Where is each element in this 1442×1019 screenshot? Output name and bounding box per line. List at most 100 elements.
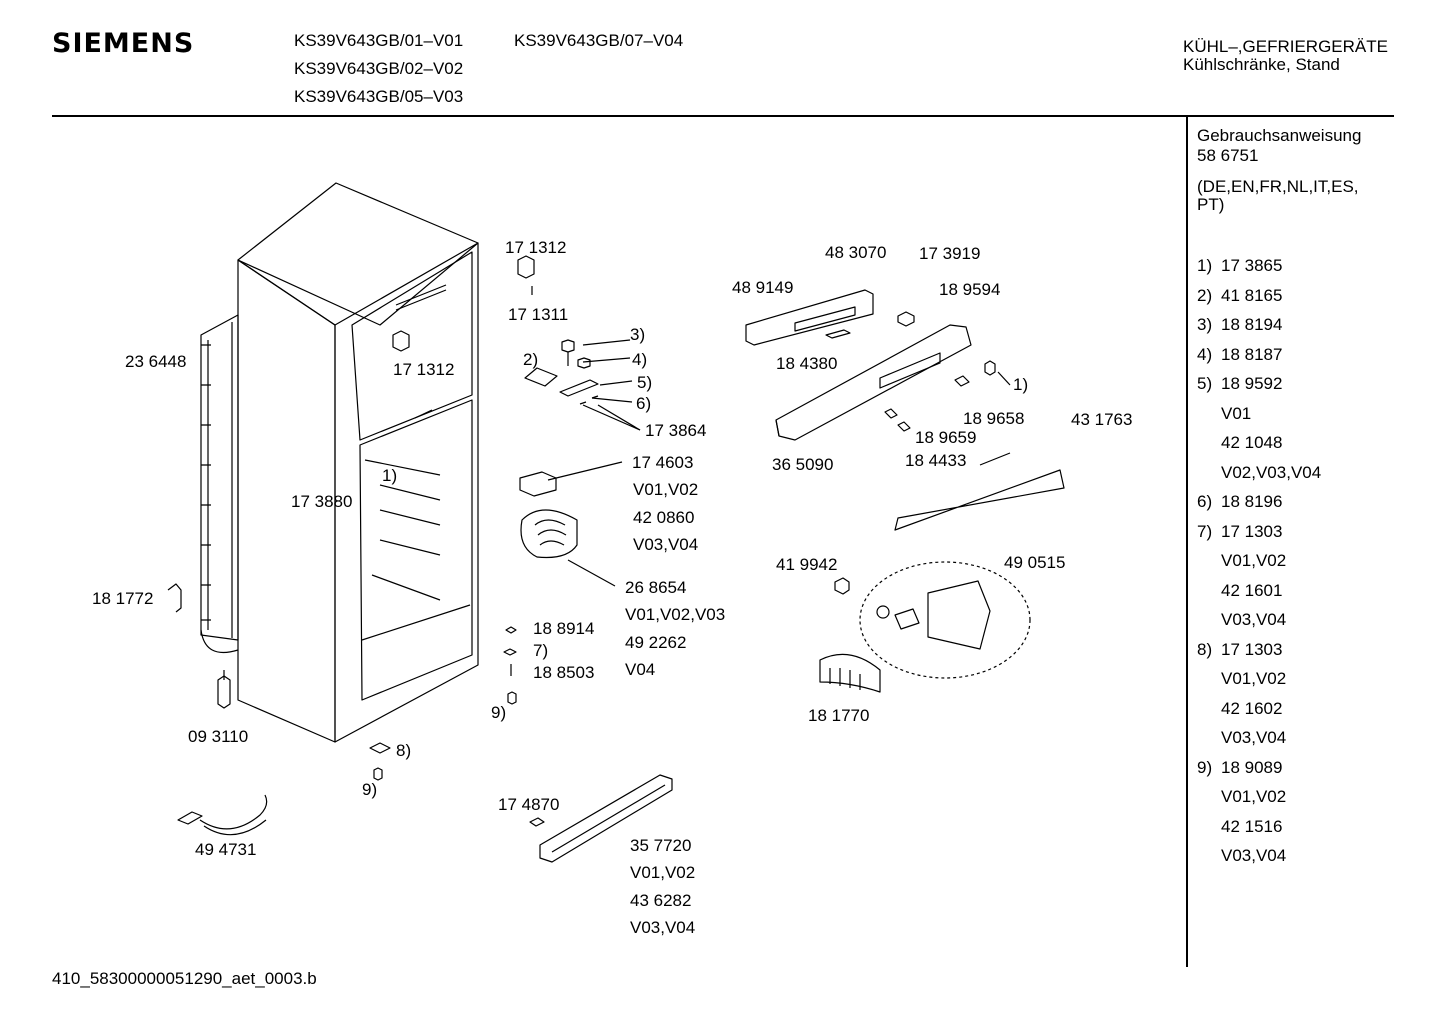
reference-value: 18 9592 (1221, 374, 1283, 393)
reference-list: 1) 17 3865 2) 41 8165 3) 18 8194 4) 18 8187 5)18… (1197, 251, 1321, 871)
reference-entry: V03,V04 (1197, 841, 1321, 871)
reference-index: 6) (1197, 492, 1213, 511)
bracket-parts (167, 583, 517, 781)
reference-entry: V01,V02 (1197, 664, 1321, 694)
reference-value: 17 3865 (1221, 256, 1283, 275)
reference-value: V01,V02 (1221, 787, 1287, 806)
model-number: KS39V643GB/05–V03 (294, 87, 464, 106)
cabinet-body (237, 182, 479, 743)
part-number-label: 26 8654 (625, 578, 687, 597)
reference-entry: 42 1602 (1197, 694, 1321, 724)
part-number-label: 17 1312 (393, 360, 455, 379)
category-subtitle: Kühlschränke, Stand (1183, 55, 1340, 74)
reference-value: V02,V03,V04 (1221, 462, 1322, 482)
model-number: KS39V643GB/01–V01 (294, 31, 464, 50)
reference-value: V03,V04 (1221, 610, 1287, 629)
part-number-label: 18 8914 (533, 619, 595, 638)
variant-label: V01,V02 (633, 480, 699, 499)
part-number-label: 17 3864 (645, 421, 707, 440)
control-panel (745, 289, 1065, 531)
reference-value: V01,V02 (1221, 551, 1287, 570)
manual-languages: PT) (1197, 195, 1225, 214)
part-number-label: 41 9942 (776, 555, 838, 574)
variant-label: V03,V04 (633, 535, 699, 554)
thermostat-knobs (884, 360, 1011, 432)
part-number-label: 49 2262 (625, 633, 687, 652)
reference-entry: 8) 17 1303 (1197, 635, 1321, 665)
reference-value: 18 8194 (1221, 315, 1283, 334)
part-number-label: 17 4603 (632, 453, 694, 472)
condenser-coil (200, 314, 239, 654)
reference-entry: V02,V03,V04 (1197, 458, 1321, 488)
exploded-parts-drawing (167, 182, 1065, 863)
part-number-label: 49 4731 (195, 840, 257, 859)
part-number-label: 35 7720 (630, 836, 692, 855)
callout-label: 2) (523, 350, 539, 369)
reference-entry: 42 1048 (1197, 428, 1321, 458)
variant-label: V01,V02 (630, 863, 696, 882)
manual-number: 58 6751 (1197, 146, 1259, 165)
part-number-label: 09 3110 (188, 727, 249, 746)
brand-logo: SIEMENS (52, 28, 195, 59)
callout-label: 4) (632, 350, 648, 369)
part-number-label: 49 0515 (1004, 553, 1066, 572)
reference-index: 8) (1197, 639, 1213, 659)
sidebar-divider (1186, 117, 1188, 967)
reference-entry: 4) 18 8187 (1197, 340, 1321, 370)
callout-label: 5) (637, 373, 653, 392)
model-number: KS39V643GB/07–V04 (514, 31, 684, 50)
manual-title: Gebrauchsanweisung (1197, 126, 1362, 145)
reference-index: 3) (1197, 315, 1213, 334)
model-number: KS39V643GB/02–V02 (294, 59, 464, 78)
reference-value: V03,V04 (1221, 846, 1287, 865)
manual-languages: (DE,EN,FR,NL,IT,ES, (1197, 177, 1359, 196)
callout-label: 8) (396, 741, 412, 760)
part-number-label: 17 1312 (505, 238, 567, 257)
reference-entry: 3) 18 8194 (1197, 310, 1321, 340)
part-number-label: 18 9594 (939, 280, 1001, 299)
part-number-label: 23 6448 (125, 352, 187, 371)
part-number-label: 43 1763 (1071, 410, 1133, 429)
reference-value: 42 1601 (1221, 580, 1283, 600)
reference-value: 41 8165 (1221, 285, 1283, 305)
reference-entry: V03,V04 (1197, 605, 1321, 635)
reference-entry: 2) 41 8165 (1197, 281, 1321, 311)
part-number-label: 42 0860 (633, 508, 695, 527)
reference-value: 42 1602 (1221, 698, 1283, 718)
reference-entry: 6)18 8196 (1197, 487, 1321, 517)
callout-label: 3) (630, 325, 646, 344)
part-number-label: 18 4433 (905, 451, 967, 470)
reference-entry: 42 1516 (1197, 812, 1321, 842)
reference-value: 42 1516 (1221, 816, 1283, 836)
reference-entry: 5)18 9592 (1197, 369, 1321, 399)
part-number-label: 48 3070 (825, 243, 887, 262)
part-number-label: 36 5090 (772, 455, 834, 474)
variant-label: V03,V04 (630, 918, 696, 937)
callout-label: 9) (362, 780, 378, 799)
category-title: KÜHL–,GEFRIERGERÄTE (1183, 37, 1388, 56)
reference-value: V01 (1221, 403, 1252, 423)
light-box (519, 461, 623, 497)
reference-entry: 9)18 9089 (1197, 753, 1321, 783)
reference-value: 18 8187 (1221, 344, 1283, 364)
reference-value: V01,V02 (1221, 669, 1287, 688)
reference-entry: V01,V02 (1197, 782, 1321, 812)
part-number-label: 18 8503 (533, 663, 595, 682)
reference-index: 2) (1197, 285, 1213, 305)
header-divider (52, 115, 1394, 117)
callout-label: 6) (636, 394, 652, 413)
reference-value: 17 1303 (1221, 639, 1283, 659)
part-number-label: 18 9659 (915, 428, 977, 447)
part-number-label: 17 3880 (291, 492, 353, 511)
reference-entry: V03,V04 (1197, 723, 1321, 753)
reference-index: 1) (1197, 256, 1213, 275)
part-number-label: 18 9658 (963, 409, 1025, 428)
callout-label: 1) (1013, 375, 1029, 394)
callout-label: 7) (533, 641, 549, 660)
reference-index: 4) (1197, 344, 1213, 364)
reference-index: 9) (1197, 757, 1213, 777)
reference-entry: V01,V02 (1197, 546, 1321, 576)
part-number-label: 17 4870 (498, 795, 560, 814)
reference-entry: 1) 17 3865 (1197, 251, 1321, 281)
variant-label: V01,V02,V03 (625, 605, 726, 624)
